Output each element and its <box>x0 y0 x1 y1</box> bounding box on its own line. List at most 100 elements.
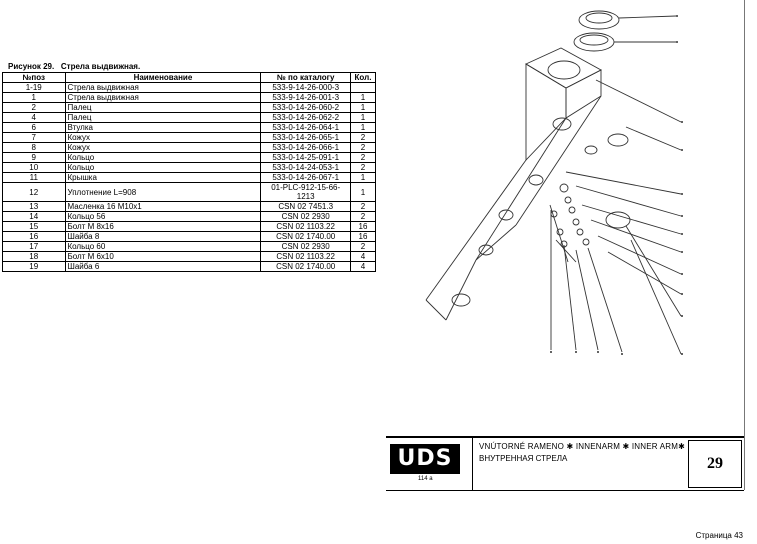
cell-name: Кожух <box>64 132 262 143</box>
cell-pos: 1 <box>2 92 66 103</box>
cell-catalog: 533-0-14-26-064-1 <box>260 122 351 133</box>
header-qty: Кол. <box>349 72 377 83</box>
cell-catalog: CSN 02 2930 <box>260 211 351 222</box>
cell-pos: 16 <box>2 231 66 242</box>
cell-catalog: 01-PLC-912-15-66-1213 <box>260 182 351 202</box>
cell-catalog: 533-0-14-24-053-1 <box>260 162 351 173</box>
banner-divider <box>472 438 473 490</box>
cell-pos: 13 <box>2 201 66 212</box>
cell-catalog: 533-9-14-26-001-3 <box>260 92 351 103</box>
cell-qty: 16 <box>349 221 377 232</box>
drawing-title-banner: UDS 114 a VNÚTORNÉ RAMENO ✱ INNENARM ✱ I… <box>386 436 744 491</box>
cell-qty: 16 <box>349 231 377 242</box>
cell-pos: 17 <box>2 241 66 252</box>
cell-catalog: CSN 02 1740.00 <box>260 261 351 272</box>
cell-name: Болт M 6x10 <box>64 251 262 262</box>
table-header-row: №поз Наименование № по каталогу Кол. <box>2 72 377 83</box>
cell-pos: 12 <box>2 182 66 202</box>
page-number: Страница 43 <box>695 531 743 540</box>
scan-edge-line <box>744 0 745 490</box>
cell-name: Палец <box>64 112 262 123</box>
header-pos: №поз <box>2 72 66 83</box>
cell-name: Кожух <box>64 142 262 153</box>
cell-pos: 2 <box>2 102 66 113</box>
cell-catalog: CSN 02 1103.22 <box>260 251 351 262</box>
cell-pos: 1-19 <box>2 82 66 93</box>
cell-catalog: 533-0-14-25-091-1 <box>260 152 351 163</box>
cell-catalog: CSN 02 2930 <box>260 241 351 252</box>
cell-qty: 4 <box>349 261 377 272</box>
cell-qty: 2 <box>349 241 377 252</box>
cell-catalog: CSN 02 7451.3 <box>260 201 351 212</box>
cell-name: Масленка 16 M10x1 <box>64 201 262 212</box>
cell-name: Уплотнение L=908 <box>64 182 262 202</box>
cell-pos: 14 <box>2 211 66 222</box>
cell-qty: 1 <box>349 122 377 133</box>
cell-qty: 2 <box>349 201 377 212</box>
cell-pos: 18 <box>2 251 66 262</box>
cell-pos: 15 <box>2 221 66 232</box>
cell-catalog: 533-0-14-26-066-1 <box>260 142 351 153</box>
cell-qty: 2 <box>349 152 377 163</box>
cell-catalog: 533-0-14-26-065-1 <box>260 132 351 143</box>
cell-catalog: CSN 02 1103.22 <box>260 221 351 232</box>
cell-name: Кольцо <box>64 162 262 173</box>
cell-catalog: 533-9-14-26-000-3 <box>260 82 351 93</box>
cell-qty <box>349 82 377 93</box>
cell-name: Шайба 8 <box>64 231 262 242</box>
cell-pos: 4 <box>2 112 66 123</box>
cell-pos: 11 <box>2 172 66 183</box>
cell-qty: 1 <box>349 182 377 202</box>
cell-qty: 1 <box>349 112 377 123</box>
cell-name: Кольцо 56 <box>64 211 262 222</box>
cell-name: Стрела выдвижная <box>64 82 262 93</box>
banner-title-multilingual: VNÚTORNÉ RAMENO ✱ INNENARM ✱ INNER ARM✱ <box>479 442 685 451</box>
cell-qty: 1 <box>349 172 377 183</box>
header-name: Наименование <box>64 72 262 83</box>
drawing-code: 114 a <box>418 476 433 482</box>
uds-logo: UDS <box>390 444 460 474</box>
cell-catalog: 533-0-14-26-060-2 <box>260 102 351 113</box>
cell-name: Крышка <box>64 172 262 183</box>
cell-name: Втулка <box>64 122 262 133</box>
cell-qty: 4 <box>349 251 377 262</box>
cell-name: Палец <box>64 102 262 113</box>
cell-name: Шайба 6 <box>64 261 262 272</box>
cell-pos: 10 <box>2 162 66 173</box>
cell-catalog: CSN 02 1740.00 <box>260 231 351 242</box>
parts-table: №поз Наименование № по каталогу Кол. 1-1… <box>2 72 377 272</box>
cell-pos: 6 <box>2 122 66 133</box>
cell-pos: 19 <box>2 261 66 272</box>
cell-qty: 2 <box>349 132 377 143</box>
cell-qty: 2 <box>349 162 377 173</box>
exploded-drawing <box>425 10 683 355</box>
cell-name: Кольцо <box>64 152 262 163</box>
cell-name: Кольцо 60 <box>64 241 262 252</box>
cell-catalog: 533-0-14-26-067-1 <box>260 172 351 183</box>
figure-caption: Рисунок 29. Стрела выдвижная. <box>8 62 141 71</box>
cell-qty: 2 <box>349 142 377 153</box>
cell-pos: 7 <box>2 132 66 143</box>
cell-qty: 2 <box>349 211 377 222</box>
cell-pos: 8 <box>2 142 66 153</box>
cell-name: Болт M 8x16 <box>64 221 262 232</box>
cell-catalog: 533-0-14-26-062-2 <box>260 112 351 123</box>
